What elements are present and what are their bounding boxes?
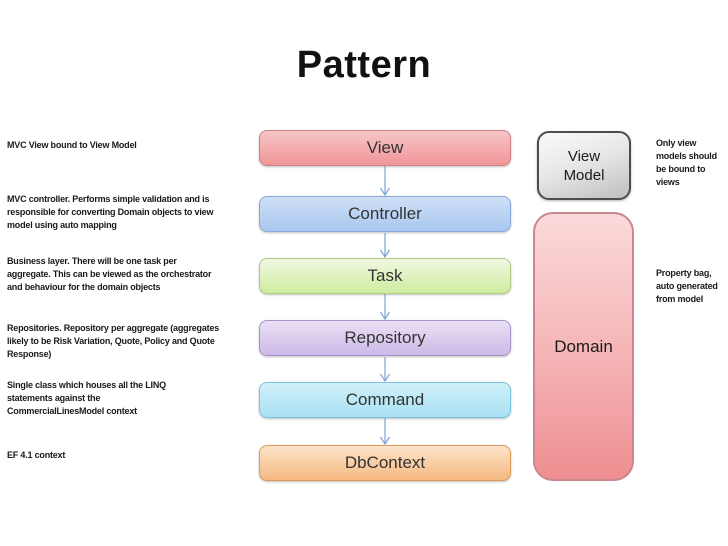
flow-box-command-label: Command bbox=[345, 390, 425, 409]
annotation-controller: MVC controller. Performs simple validati… bbox=[7, 194, 214, 230]
flow-box-repository: Repository bbox=[259, 320, 511, 356]
view-model-label: View Model bbox=[563, 147, 605, 184]
flow-box-command: Command bbox=[259, 382, 511, 418]
flow-box-dbcontext: DbContext bbox=[259, 445, 511, 481]
slide-title: Pattern bbox=[296, 44, 432, 86]
flow-box-repository-label: Repository bbox=[344, 328, 426, 347]
arrow-task-to-repository-icon bbox=[379, 294, 391, 320]
flow-box-controller: Controller bbox=[259, 196, 511, 232]
arrow-command-to-dbcontext-icon bbox=[379, 418, 391, 445]
annotation-view-model: Only view models should be bound to view… bbox=[656, 138, 717, 187]
arrow-controller-to-task-icon bbox=[379, 233, 391, 258]
annotation-task: Business layer. There will be one task p… bbox=[7, 256, 212, 292]
view-model-box: View Model bbox=[537, 131, 631, 200]
domain-box: Domain bbox=[533, 212, 634, 481]
flow-box-view: View bbox=[259, 130, 511, 166]
annotation-repository: Repositories. Repository per aggregate (… bbox=[7, 323, 220, 359]
flow-box-controller-label: Controller bbox=[348, 204, 422, 223]
annotation-dbcontext: EF 4.1 context bbox=[7, 450, 66, 460]
flow-box-dbcontext-label: DbContext bbox=[344, 453, 426, 472]
arrow-view-to-controller-icon bbox=[379, 166, 391, 196]
annotation-domain: Property bag, auto generated from model bbox=[656, 268, 718, 304]
flow-box-task-label: Task bbox=[367, 266, 403, 285]
flow-box-task: Task bbox=[259, 258, 511, 294]
domain-label: Domain bbox=[554, 336, 613, 356]
annotation-view: MVC View bound to View Model bbox=[7, 140, 137, 150]
arrow-repository-to-command-icon bbox=[379, 357, 391, 382]
annotation-command: Single class which houses all the LINQ s… bbox=[7, 380, 166, 416]
flow-box-view-label: View bbox=[366, 138, 404, 157]
